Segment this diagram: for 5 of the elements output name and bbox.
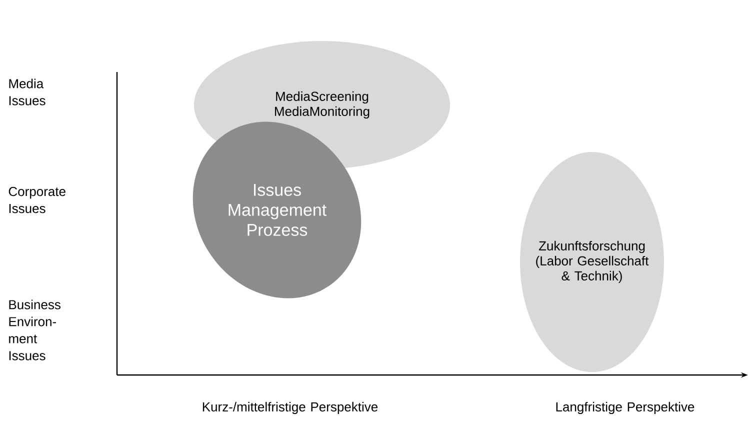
axis-label: Media Issues xyxy=(9,78,46,106)
axis-label: Business Environ-ment Issues xyxy=(9,300,60,360)
axis-label: Corporate Issues xyxy=(8,186,66,214)
axis-label: Langfristige Perspektive xyxy=(556,402,694,414)
axis-label: Kurz-/mittelfristige Perspektive xyxy=(202,402,378,414)
